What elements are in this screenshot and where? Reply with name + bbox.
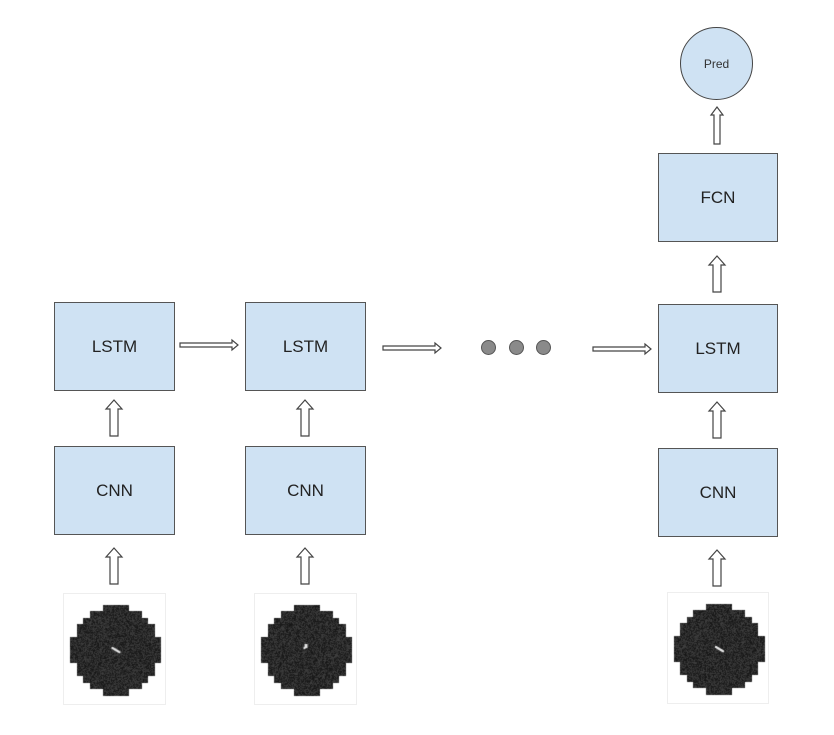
cnn-label: CNN [96,480,133,500]
arrow-lstm2-to-ellipsis [382,341,442,355]
arrow-lstmn-to-fcn [707,255,727,293]
cnn-node-2: CNN [245,446,366,535]
arrow-lstm1-to-lstm2 [179,338,239,352]
lstm-label: LSTM [282,336,329,356]
cnn-node-n: CNN [658,448,778,537]
pred-label: Pred [703,56,730,71]
lstm-label: LSTM [695,338,741,358]
arrow-fcn-to-pred [709,106,725,145]
arrow-cnn1-to-lstm1 [104,399,124,437]
ellipsis-dot [481,340,496,355]
input-image-n [667,592,770,705]
cnn-label: CNN [699,482,737,502]
ellipsis-dot [536,340,551,355]
input-image-canvas [64,594,167,706]
lstm-node-1: LSTM [54,302,175,391]
arrow-imgn-to-cnnn [707,549,727,587]
arrow-ellipsis-to-lstmn [592,342,652,356]
ellipsis-dot [509,340,524,355]
arrow-img1-to-cnn1 [104,547,124,585]
lstm-node-2: LSTM [245,302,366,391]
fcn-label: FCN [700,187,736,207]
arrow-cnnn-to-lstmn [707,401,727,439]
input-image-canvas [668,593,770,705]
fcn-node: FCN [658,153,778,242]
lstm-label: LSTM [91,336,138,356]
pred-node: Pred [680,27,753,100]
lstm-node-n: LSTM [658,304,778,393]
cnn-node-1: CNN [54,446,175,535]
arrow-img2-to-cnn2 [295,547,315,585]
input-image-1 [63,593,167,706]
arrow-cnn2-to-lstm2 [295,399,315,437]
cnn-label: CNN [287,480,324,500]
input-image-canvas [255,594,358,706]
input-image-2 [254,593,358,706]
